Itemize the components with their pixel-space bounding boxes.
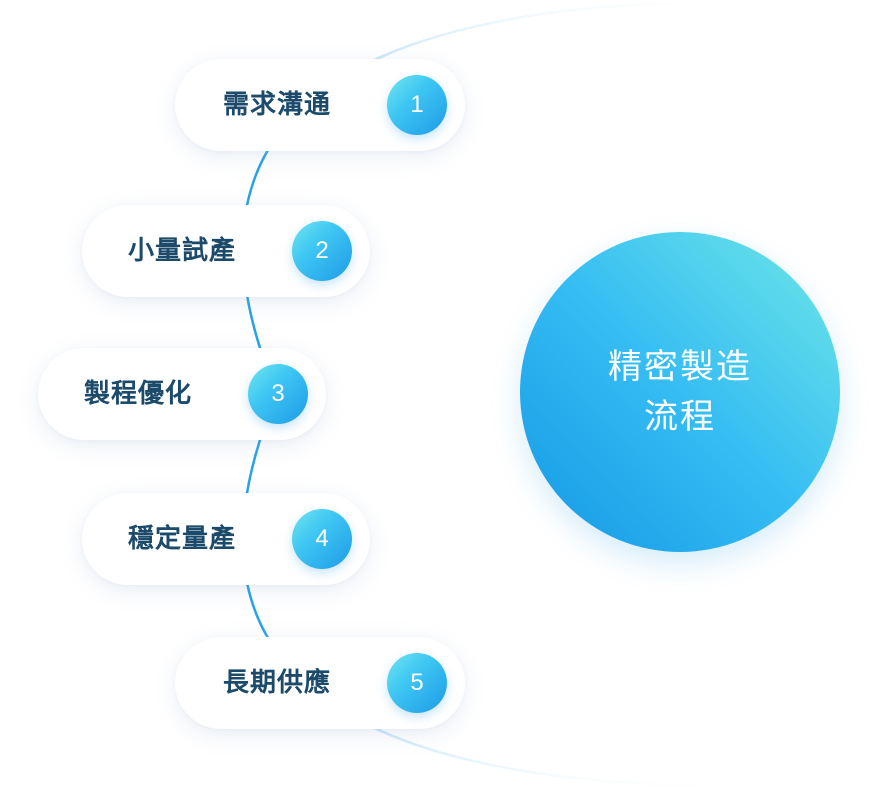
step-2-label: 小量試產: [128, 236, 237, 266]
step-5-number-badge: 5: [387, 653, 447, 713]
step-1-label: 需求溝通: [223, 90, 332, 120]
step-4: 穩定量產 4: [82, 493, 370, 585]
center-title-line-2: 流程: [644, 397, 716, 437]
step-2-number-badge: 2: [292, 221, 352, 281]
center-title-line-1: 精密製造: [608, 347, 752, 387]
step-4-label: 穩定量產: [128, 524, 237, 554]
step-3: 製程優化 3: [38, 348, 326, 440]
step-1: 需求溝通 1: [175, 59, 465, 151]
step-5-label: 長期供應: [223, 668, 332, 698]
step-3-label: 製程優化: [84, 379, 193, 409]
step-3-number-badge: 3: [248, 364, 308, 424]
step-4-number-badge: 4: [292, 509, 352, 569]
step-5: 長期供應 5: [175, 637, 465, 729]
center-circle: 精密製造 流程: [520, 232, 840, 552]
step-1-number-badge: 1: [387, 75, 447, 135]
step-2: 小量試產 2: [82, 205, 370, 297]
